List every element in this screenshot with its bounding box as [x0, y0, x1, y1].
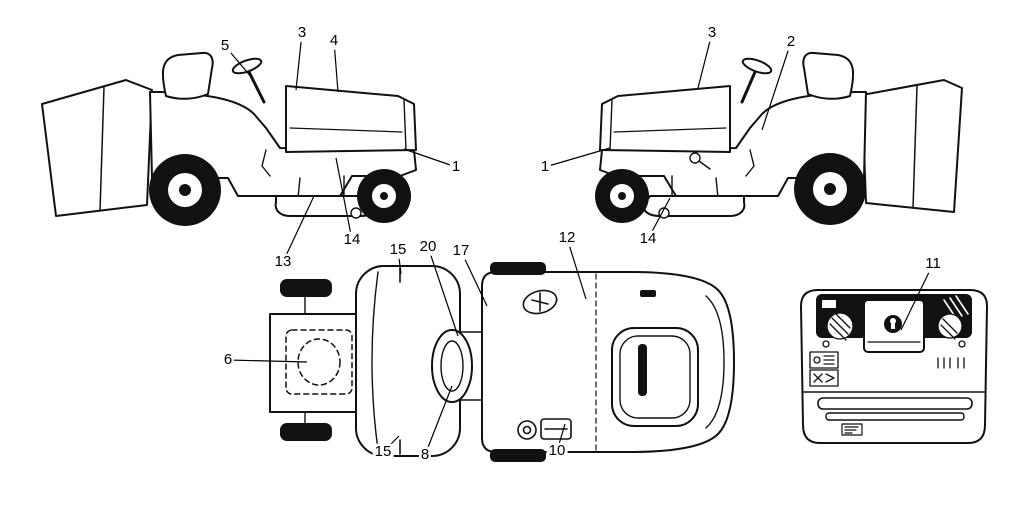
hood-left-icon	[285, 85, 417, 153]
console-icon	[640, 290, 656, 297]
key-icon	[689, 152, 711, 170]
steering-wheel-left-icon	[231, 57, 266, 104]
left-knob-icon	[826, 312, 854, 341]
seat-right-icon	[802, 51, 855, 100]
fuel-cap-icon	[517, 420, 537, 440]
top-view-art	[269, 262, 735, 462]
lower-bar-2	[825, 412, 965, 421]
mower-deck-right-icon	[642, 195, 746, 219]
seat-left-icon	[161, 51, 214, 100]
bag-dashed-outline	[285, 329, 353, 395]
warning-plates-icon	[809, 351, 839, 387]
battery-box-icon	[540, 418, 572, 440]
left-side-view-art	[41, 51, 417, 226]
front-wheel-left-icon	[357, 169, 411, 223]
hood-right-icon	[599, 85, 731, 153]
grass-catcher-right-icon	[861, 79, 963, 213]
engine-panel-view-art	[800, 289, 988, 444]
steering-wheel-right-icon	[740, 57, 773, 104]
top-left-wheels-icon	[280, 279, 332, 441]
rear-wheel-left-icon	[149, 154, 221, 226]
top-rear-wheels-icon	[490, 262, 546, 462]
right-knob-icon	[937, 313, 963, 340]
discharge-chute-icon	[431, 329, 485, 403]
engine-block-icon	[863, 299, 925, 353]
seat-top-icon	[611, 327, 699, 427]
steering-wheel-top-icon	[522, 289, 558, 315]
small-label-plate-icon	[841, 423, 863, 436]
front-wheel-right-icon	[595, 169, 649, 223]
right-side-view-art	[595, 51, 963, 225]
leader-lines	[224, 32, 934, 456]
lower-bar-1	[817, 397, 973, 410]
grass-catcher-left-icon	[41, 79, 153, 217]
rear-wheel-right-icon	[794, 153, 866, 225]
mower-deck-left-icon	[274, 195, 378, 219]
